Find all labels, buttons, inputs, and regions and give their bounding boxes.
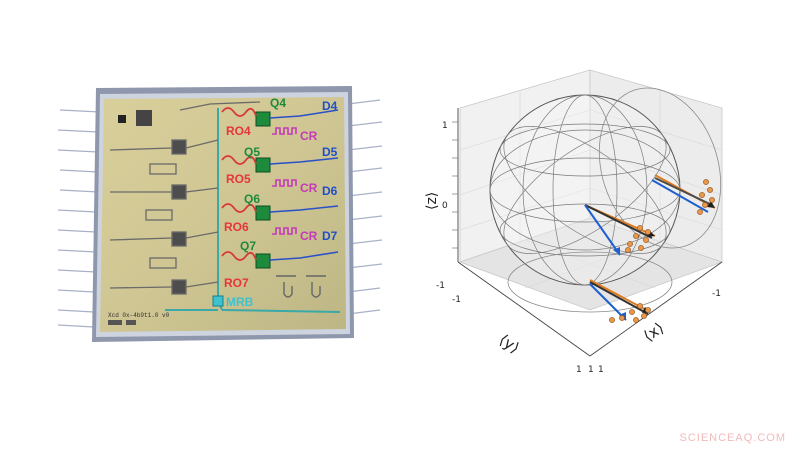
x-tick-end: -1 — [712, 289, 721, 299]
z-axis-label: ⟨z⟩ — [424, 192, 440, 210]
label-d7: D7 — [322, 229, 338, 243]
chip-image: Xcd 0x-4b9t1.0 v0 Q4 Q5 Q6 Q7 RO4 RO5 RO… — [57, 86, 383, 342]
label-cr-3: CR — [300, 229, 318, 243]
chip-left-circuits — [109, 101, 261, 295]
label-q7: Q7 — [240, 239, 256, 253]
chip-pins-left — [57, 109, 101, 328]
label-d6: D6 — [322, 184, 338, 198]
bloch-sphere — [489, 94, 681, 286]
label-ro6: RO6 — [224, 220, 249, 234]
label-q5: Q5 — [244, 145, 260, 159]
qubit-q5-pad — [255, 157, 271, 173]
z-tick-mid: 0 — [442, 201, 448, 211]
label-ro5: RO5 — [226, 172, 251, 186]
label-mrb: MRB — [226, 295, 254, 309]
label-cr-1: CR — [300, 129, 318, 143]
label-ro4: RO4 — [226, 124, 251, 138]
y-tick-start: -1 — [452, 295, 461, 305]
mrb-pad — [212, 295, 224, 307]
sphere-wireframe — [489, 94, 681, 286]
qubit-pads — [255, 111, 271, 269]
x-tick-start: 1 — [598, 365, 604, 375]
qubit-q6-pad — [255, 205, 271, 221]
z-tick-bottom: -1 — [436, 281, 445, 291]
label-d4: D4 — [322, 99, 338, 113]
x-axis-label: ⟨x⟩ — [640, 319, 667, 346]
readout-resonators — [221, 107, 257, 261]
measured-points — [609, 179, 715, 323]
label-ro7: RO7 — [224, 276, 249, 290]
bottom-left-tick: 1 — [588, 365, 594, 375]
svg-text:Xcd 0x-4b9t1.0 v0: Xcd 0x-4b9t1.0 v0 — [108, 312, 170, 319]
qubit-q4-pad — [255, 111, 271, 127]
label-q6: Q6 — [244, 192, 260, 206]
y-axis-line — [457, 261, 591, 357]
label-d5: D5 — [322, 145, 338, 159]
y-tick-end: 1 — [576, 365, 582, 375]
label-cr-2: CR — [300, 181, 318, 195]
label-q4: Q4 — [270, 96, 286, 110]
cr-couplers — [272, 127, 297, 235]
chip-substrate — [100, 97, 346, 332]
z-tick-top: 1 — [442, 121, 448, 131]
bloch-sphere-plot: ⟨z⟩ 1 0 -1 -1 ⟨y⟩ 1 1 ⟨x⟩ 1 -1 — [424, 69, 724, 375]
x-axis-line — [589, 261, 723, 357]
watermark: SCIENCEAQ.COM — [679, 432, 786, 444]
y-axis-label: ⟨y⟩ — [496, 331, 523, 358]
projection-circles — [507, 87, 722, 313]
drive-lines — [269, 109, 339, 261]
qubit-q7-pad — [255, 253, 271, 269]
